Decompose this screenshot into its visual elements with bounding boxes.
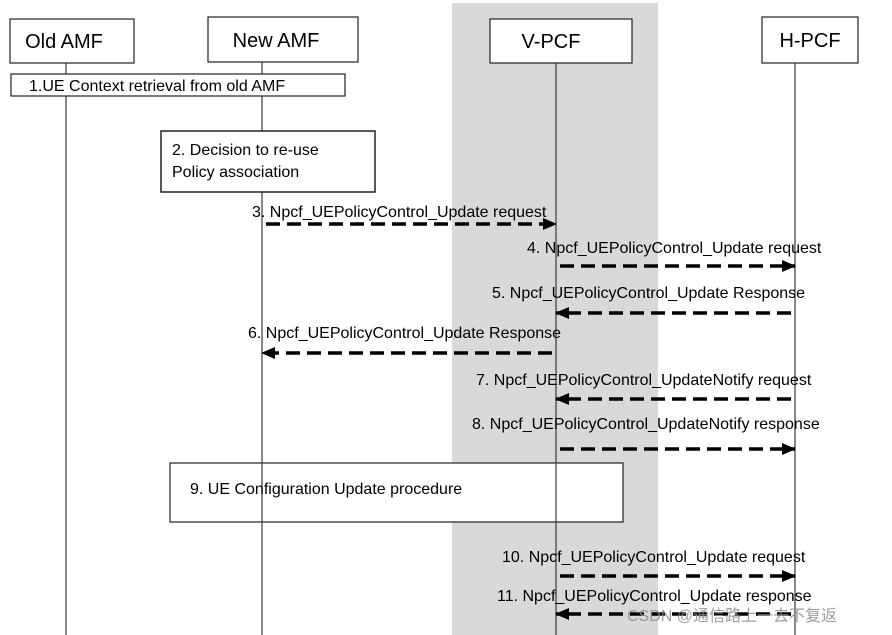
message-5: 7. Npcf_UEPolicyControl_UpdateNotify req… <box>476 372 812 405</box>
participant-box <box>489 18 633 64</box>
message-label: 6. Npcf_UEPolicyControl_Update Response <box>248 325 561 342</box>
step-2: 2. Decision to re-use Policy association <box>160 130 376 193</box>
v-pcf-domain-band <box>452 3 658 635</box>
message-label: 11. Npcf_UEPolicyControl_Update response <box>497 588 812 605</box>
message-label: 4. Npcf_UEPolicyControl_Update request <box>527 240 822 257</box>
message-8: 11. Npcf_UEPolicyControl_Update response <box>497 588 812 620</box>
participant-box <box>761 16 859 64</box>
message-label: 8. Npcf_UEPolicyControl_UpdateNotify res… <box>472 416 820 433</box>
participant-label: V-PCF <box>522 31 581 53</box>
participant-h-pcf: H-PCF <box>761 16 859 64</box>
participant-label: H-PCF <box>779 30 840 52</box>
message-label: 3. Npcf_UEPolicyControl_Update request <box>252 204 547 221</box>
watermark: CSDN @通信路上一去不复返 <box>627 607 837 625</box>
message-label: 7. Npcf_UEPolicyControl_UpdateNotify req… <box>476 372 812 389</box>
participant-new-amf: New AMF <box>207 16 359 63</box>
message-7: 10. Npcf_UEPolicyControl_Update request <box>502 549 806 582</box>
step-9-label: 9. UE Configuration Update procedure <box>190 481 462 498</box>
step-9-box <box>169 462 624 523</box>
participant-label: New AMF <box>233 30 320 52</box>
message-label: 10. Npcf_UEPolicyControl_Update request <box>502 549 806 566</box>
message-6: 8. Npcf_UEPolicyControl_UpdateNotify res… <box>472 416 820 455</box>
message-4: 6. Npcf_UEPolicyControl_Update Response <box>248 325 561 359</box>
participant-v-pcf: V-PCF <box>489 18 633 64</box>
step-1: 1.UE Context retrieval from old AMF <box>10 73 346 97</box>
participant-old-amf: Old AMF <box>9 18 135 64</box>
step-2-label-line-2: Policy association <box>172 164 299 181</box>
step-2-box <box>160 130 376 193</box>
step-1-box <box>10 73 346 97</box>
participant-box <box>9 18 135 64</box>
message-3: 5. Npcf_UEPolicyControl_Update Response <box>492 285 805 319</box>
message-2: 4. Npcf_UEPolicyControl_Update request <box>527 240 822 272</box>
participant-box <box>207 16 359 63</box>
message-1: 3. Npcf_UEPolicyControl_Update request <box>252 204 557 230</box>
step-1-label: 1.UE Context retrieval from old AMF <box>29 78 285 95</box>
messages: 3. Npcf_UEPolicyControl_Update request 4.… <box>248 204 822 620</box>
participant-label: Old AMF <box>25 31 103 53</box>
step-2-label-line-1: 2. Decision to re-use <box>172 142 319 159</box>
message-label: 5. Npcf_UEPolicyControl_Update Response <box>492 285 805 302</box>
